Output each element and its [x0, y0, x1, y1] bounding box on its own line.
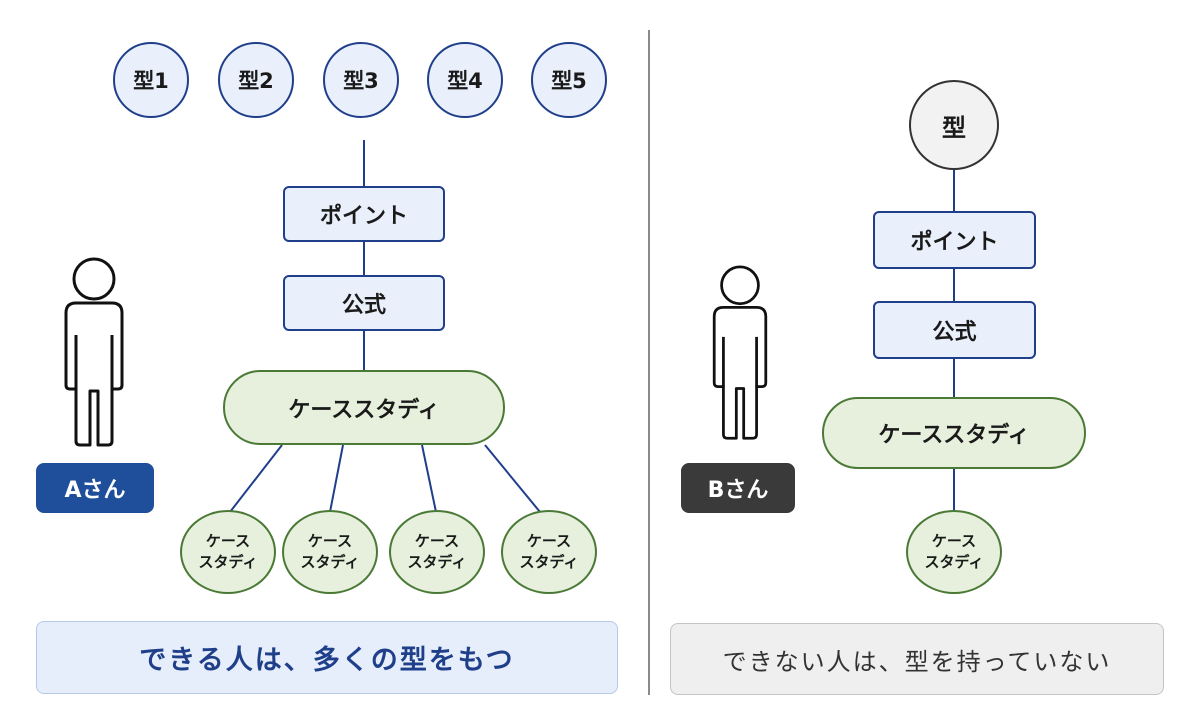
case-item-1-line1: ケース — [205, 532, 251, 550]
kata-5-label: 型5 — [551, 69, 587, 93]
left-case-item-2: ケーススタディ — [282, 510, 378, 594]
left-case-study-pill: ケーススタディ — [223, 370, 505, 445]
person-b-label-text: Bさん — [707, 478, 769, 503]
case-item-1-line2: スタディ — [198, 553, 258, 571]
case-item-2-line1: ケース — [307, 532, 353, 550]
case-item-4-line2: スタディ — [519, 553, 579, 571]
kata-5-node: 型5 — [531, 42, 607, 118]
case-item-3-line1: ケース — [414, 532, 460, 550]
right-caption-banner: できない人は、型を持っていない — [670, 623, 1164, 695]
right-caption-text: できない人は、型を持っていない — [722, 647, 1112, 676]
case-item-3-line2: スタディ — [407, 553, 467, 571]
left-case-study-label: ケーススタディ — [288, 397, 440, 423]
right-kata-label: 型 — [942, 113, 966, 142]
case-item-2-line2: スタディ — [300, 553, 360, 571]
kata-4-node: 型4 — [427, 42, 503, 118]
right-case-item: ケーススタディ — [906, 510, 1002, 594]
kata-2-node: 型2 — [218, 42, 294, 118]
left-formula-label: 公式 — [341, 293, 386, 318]
right-case-item-line1: ケース — [931, 532, 977, 550]
left-formula-box: 公式 — [283, 275, 445, 331]
left-case-item-3: ケーススタディ — [389, 510, 485, 594]
left-case-item-4: ケーススタディ — [501, 510, 597, 594]
right-case-study-label: ケーススタディ — [878, 423, 1030, 448]
right-point-label: ポイント — [910, 230, 999, 255]
kata-2-label: 型2 — [238, 69, 274, 93]
left-caption-text: できる人は、多くの型をもつ — [139, 645, 515, 676]
right-formula-box: 公式 — [873, 301, 1036, 359]
left-point-label: ポイント — [319, 204, 408, 229]
person-b-label: Bさん — [681, 463, 795, 513]
kata-3-label: 型3 — [343, 69, 379, 93]
case-item-4-line1: ケース — [526, 532, 572, 550]
left-case-item-1: ケーススタディ — [180, 510, 276, 594]
person-a-label: Aさん — [36, 463, 154, 513]
right-case-study-pill: ケーススタディ — [822, 397, 1086, 469]
person-b-icon — [712, 265, 768, 440]
kata-4-label: 型4 — [447, 69, 483, 93]
right-point-box: ポイント — [873, 211, 1036, 269]
right-kata-node: 型 — [909, 80, 999, 170]
kata-3-node: 型3 — [323, 42, 399, 118]
left-point-box: ポイント — [283, 186, 445, 242]
kata-1-label: 型1 — [133, 69, 169, 93]
right-case-item-line2: スタディ — [924, 553, 984, 571]
person-a-icon — [64, 257, 124, 447]
left-caption-banner: できる人は、多くの型をもつ — [36, 621, 618, 694]
person-a-label-text: Aさん — [64, 478, 126, 503]
kata-1-node: 型1 — [113, 42, 189, 118]
center-divider — [648, 30, 650, 695]
right-formula-label: 公式 — [932, 320, 977, 345]
